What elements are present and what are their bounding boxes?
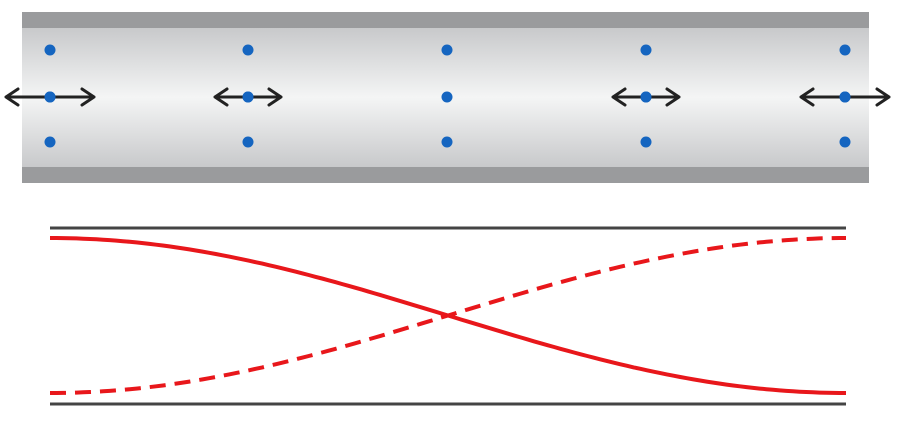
tube-top-rim	[22, 12, 869, 28]
tube	[4, 12, 891, 183]
particle-dot	[441, 91, 453, 103]
particle-dot	[242, 91, 254, 103]
tube-bottom-rim	[22, 167, 869, 183]
particle-dot	[640, 44, 652, 56]
displacement-arrows	[4, 87, 891, 107]
particle-dot	[242, 44, 254, 56]
particle-dot	[44, 91, 56, 103]
graph	[50, 226, 846, 406]
particle-dot	[839, 136, 851, 148]
particle-dot	[44, 44, 56, 56]
particle-dot	[441, 136, 453, 148]
particle-dot	[242, 136, 254, 148]
particle-dot	[839, 91, 851, 103]
particle-dot	[839, 44, 851, 56]
particle-dot	[640, 91, 652, 103]
particle-dot	[44, 136, 56, 148]
particle-dot	[441, 44, 453, 56]
dashed-curve	[50, 236, 846, 395]
particle-dot	[640, 136, 652, 148]
curves	[50, 236, 846, 395]
